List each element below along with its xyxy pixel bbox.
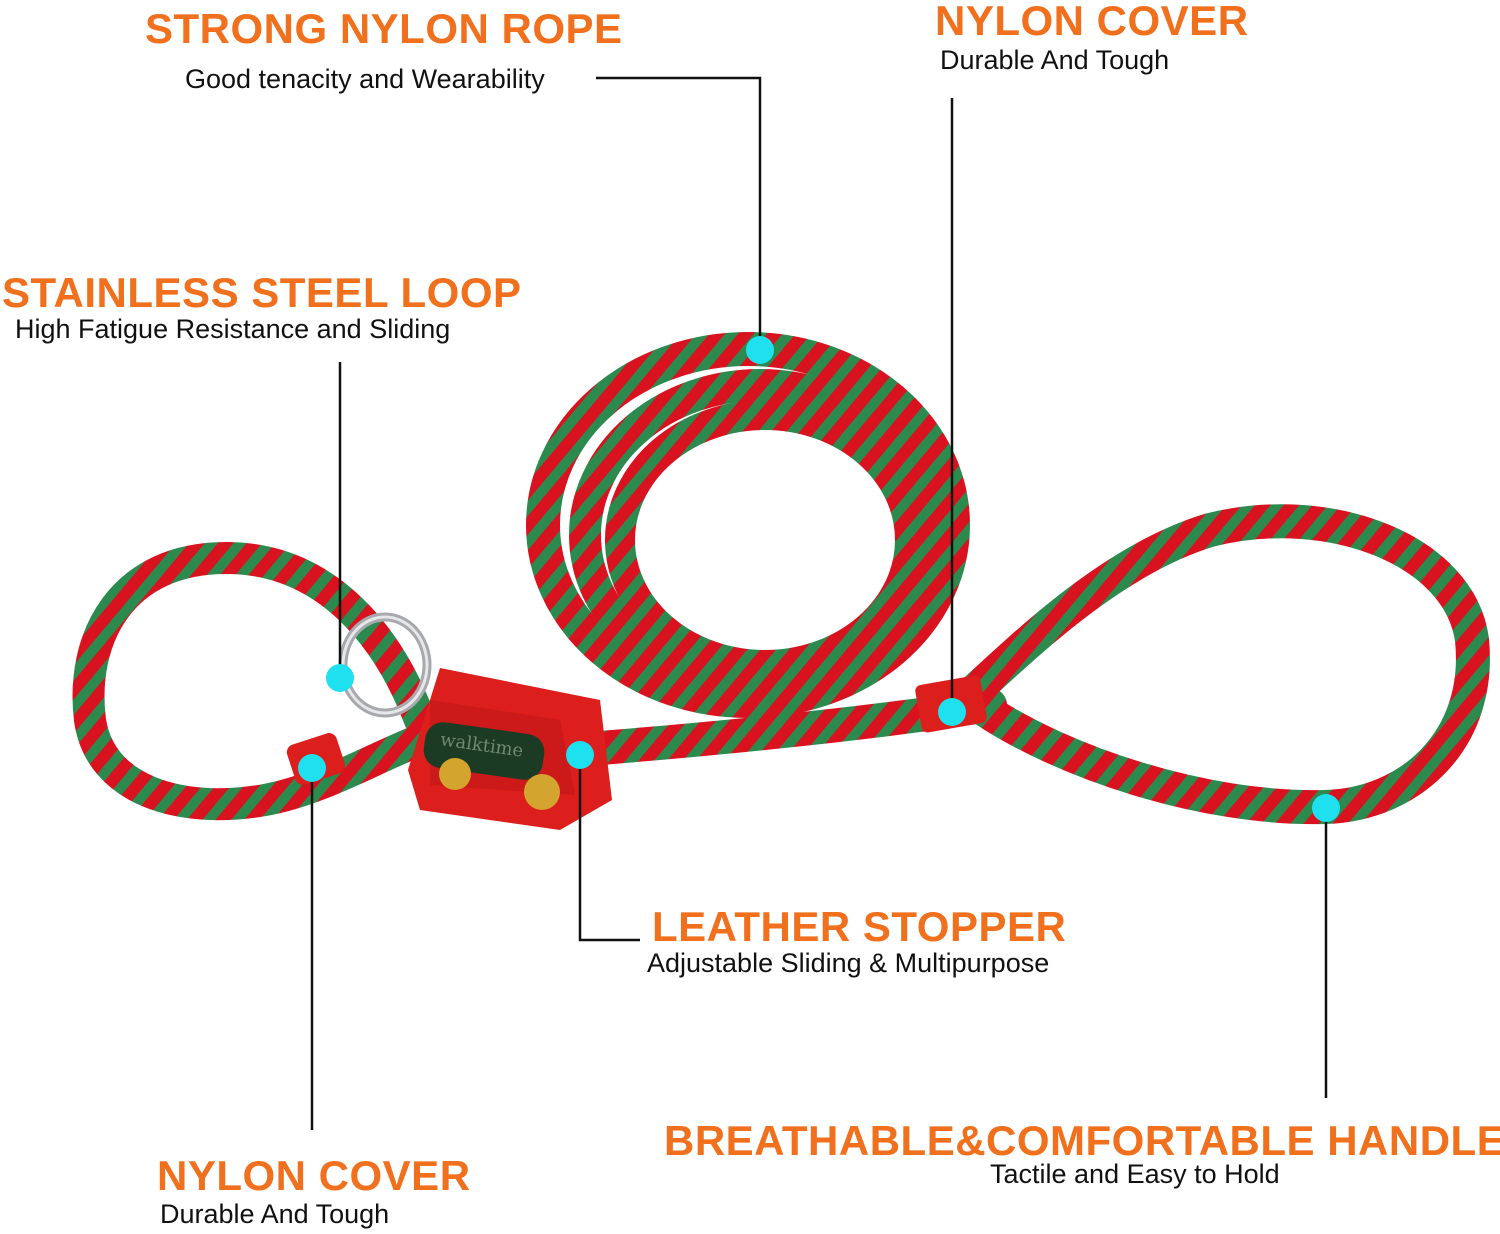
leader-strong-nylon-rope (596, 76, 762, 350)
marker-nylon-cover-top (938, 698, 966, 726)
callout-subtitle-nylon-cover-top: Durable And Tough (940, 45, 1170, 75)
callout-title-leather-stopper: LEATHER STOPPER (652, 903, 1067, 950)
marker-handle (1312, 794, 1340, 822)
callout-subtitle-leather-stopper: Adjustable Sliding & Multipurpose (647, 948, 1050, 978)
callout-subtitle-strong-nylon-rope: Good tenacity and Wearability (185, 64, 545, 94)
callout-subtitle-handle: Tactile and Easy to Hold (990, 1159, 1280, 1189)
brass-rivet-1 (439, 758, 471, 790)
marker-strong-nylon-rope (746, 336, 774, 364)
marker-stainless-steel-loop (326, 664, 354, 692)
handle-loop (948, 504, 1490, 825)
callout-title-handle: BREATHABLE&COMFORTABLE HANDLE (664, 1117, 1500, 1164)
callout-subtitle-nylon-cover-bottom: Durable And Tough (160, 1199, 390, 1229)
callout-subtitle-stainless-steel-loop: High Fatigue Resistance and Sliding (15, 314, 451, 344)
callout-title-nylon-cover-top: NYLON COVER (935, 0, 1249, 44)
rope-coil-mid (569, 369, 951, 701)
slip-loop (72, 541, 436, 821)
marker-leather-stopper (566, 741, 594, 769)
callout-title-nylon-cover-bottom: NYLON COVER (157, 1152, 471, 1199)
callout-title-strong-nylon-rope: STRONG NYLON ROPE (145, 5, 623, 52)
leader-leather-stopper (578, 755, 640, 942)
marker-nylon-cover-bottom (298, 754, 326, 782)
rope-coil-inner (605, 400, 925, 680)
callout-title-stainless-steel-loop: STAINLESS STEEL LOOP (2, 269, 522, 316)
brass-rivet-2 (524, 774, 560, 810)
